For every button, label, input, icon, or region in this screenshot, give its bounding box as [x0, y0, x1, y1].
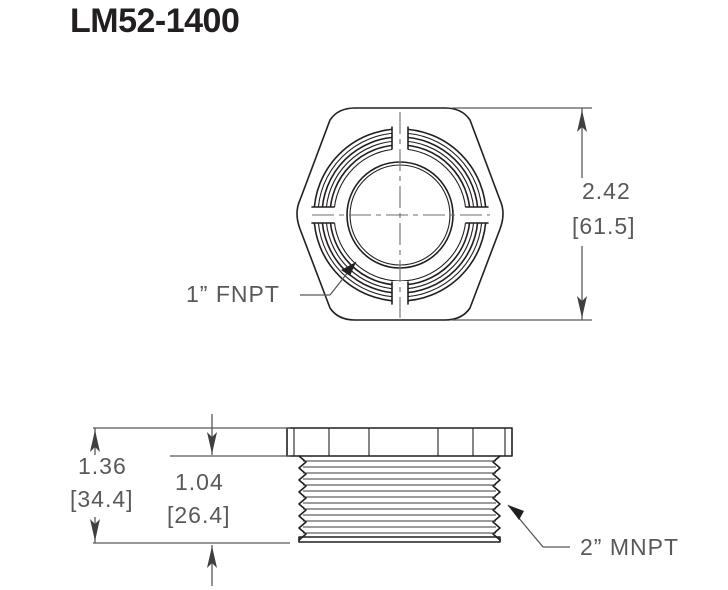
hex-outline — [296, 107, 504, 321]
hex-height-value-inches: 2.42 — [582, 178, 631, 204]
thread-length-value-mm: [26.4] — [167, 502, 231, 528]
thread-gap-bottom-mask — [392, 281, 408, 305]
hex-height-value-mm: [61.5] — [572, 213, 636, 239]
thread-length-dimension: 1.04 [26.4] — [167, 414, 290, 586]
dim-arrow-thread-top — [207, 432, 217, 454]
thread-gap-top-mask — [392, 126, 408, 150]
thread-profile-right — [492, 455, 501, 541]
mnpt-callout-label: 2” MNPT — [580, 534, 679, 560]
mnpt-callout-leader — [507, 504, 570, 548]
dim-arrow-length-top — [90, 430, 100, 452]
part-number-title: LM52-1400 — [70, 2, 239, 40]
end-view-hex: 1” FNPT 2.42 [61.5] — [186, 107, 668, 321]
thread-length-value-inches: 1.04 — [175, 469, 224, 495]
hex-height-dimension: 2.42 [61.5] — [452, 107, 668, 321]
overall-length-value-inches: 1.36 — [78, 453, 127, 479]
threaded-body — [298, 455, 501, 543]
hex-head-block — [286, 427, 513, 457]
thread-end-face — [298, 536, 501, 543]
dim-arrow-hex-bottom — [577, 296, 587, 318]
overall-length-value-mm: [34.4] — [70, 486, 134, 512]
dim-arrow-thread-bottom — [207, 546, 217, 568]
side-view-threaded-body: 2” MNPT 1.36 [34.4] 1.04 [26.4] — [70, 414, 679, 586]
thread-profile-left — [298, 455, 307, 541]
dim-arrow-hex-top — [577, 110, 587, 132]
fnpt-callout-leader — [300, 261, 357, 296]
overall-length-dimension: 1.36 [34.4] — [70, 427, 290, 544]
fnpt-callout-label: 1” FNPT — [186, 281, 280, 307]
dim-arrow-length-bottom — [90, 519, 100, 541]
